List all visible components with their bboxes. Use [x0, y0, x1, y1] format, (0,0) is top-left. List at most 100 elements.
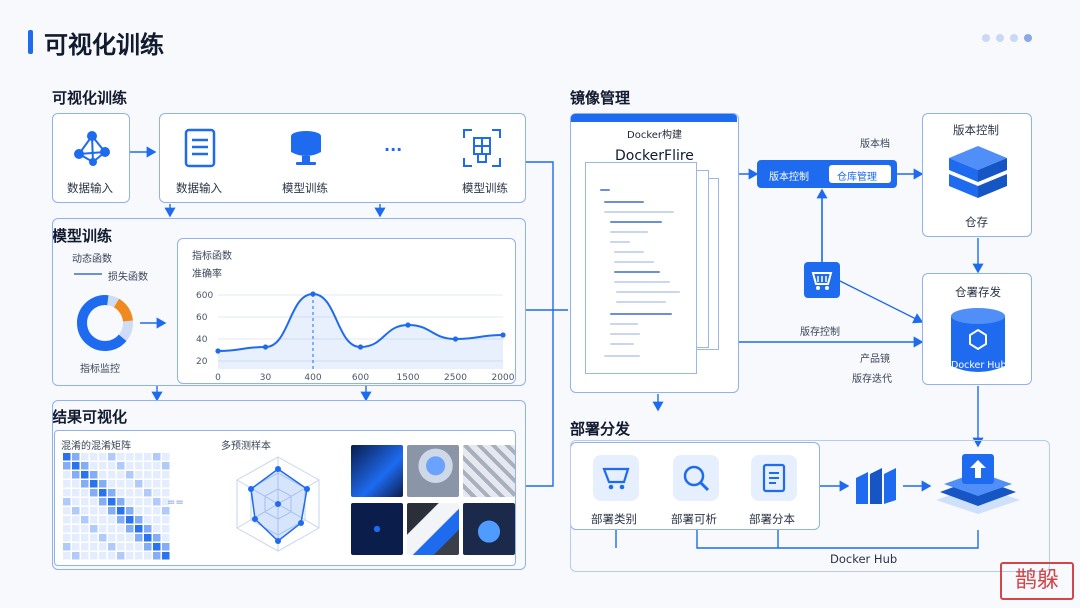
matrix-cell	[108, 534, 116, 542]
matrix-cell	[117, 453, 125, 461]
matrix-cell	[162, 471, 170, 479]
ellipsis-icon: ···	[384, 140, 403, 159]
matrix-cell	[72, 534, 80, 542]
version-control-button[interactable]: 版本控制	[769, 172, 809, 183]
pipeline-step-label: 数据输入	[176, 181, 222, 195]
mirror-header-strip	[571, 114, 737, 122]
database-icon	[951, 308, 1005, 372]
chart-x-tick-label: 2500	[444, 373, 467, 383]
matrix-cell	[72, 498, 80, 506]
page-dot[interactable]	[982, 34, 990, 42]
deploy-item-tile[interactable]	[593, 455, 639, 501]
matrix-cell	[162, 552, 170, 560]
chart-title: 指标函数	[192, 251, 232, 262]
matrix-cell	[144, 507, 152, 515]
mirror-panel: Docker构建 DockerFlire	[570, 113, 739, 393]
training-section-title: 模型训练	[52, 227, 113, 245]
version-card-title: 版本控制	[953, 123, 999, 137]
matrix-cell	[108, 498, 116, 506]
matrix-cell	[81, 462, 89, 470]
deploy-item-tile[interactable]	[673, 455, 719, 501]
matrix-cell	[135, 453, 143, 461]
page-dot[interactable]	[996, 34, 1004, 42]
page-dots[interactable]	[982, 34, 1032, 42]
matrix-cell	[117, 552, 125, 560]
page-title: 可视化训练	[44, 31, 164, 59]
chart-point	[262, 344, 269, 350]
matrix-cell	[153, 471, 161, 479]
matrix-cell	[72, 462, 80, 470]
matrix-cell	[153, 534, 161, 542]
matrix-cell	[135, 534, 143, 542]
matrix-cell	[126, 471, 134, 479]
donut-chart	[77, 295, 133, 351]
matrix-cell	[63, 480, 71, 488]
sample-thumbnail[interactable]	[351, 503, 403, 555]
matrix-cell	[72, 516, 80, 524]
cube-scan-icon	[463, 129, 501, 167]
training-panel	[52, 218, 526, 386]
matrix-cell	[72, 507, 80, 515]
deploy-item-tile[interactable]	[751, 455, 797, 501]
chart-point	[215, 348, 221, 354]
matrix-cell	[90, 480, 98, 488]
matrix-cell	[126, 453, 134, 461]
results-panel	[52, 400, 526, 570]
store-card[interactable]: 仓署存发 Docker Hub	[922, 273, 1032, 385]
pipeline-section-title: 可视化训练	[52, 89, 128, 107]
chart-x-tick-label: 600	[352, 373, 369, 383]
matrix-cell	[126, 462, 134, 470]
matrix-cell	[81, 453, 89, 461]
metric-monitor-label: 指标监控	[80, 364, 120, 375]
matrix-cell	[99, 480, 107, 488]
pipeline-step-label: 模型训练	[282, 181, 328, 195]
matrix-cell	[144, 543, 152, 551]
version-control-card[interactable]: 版本控制 仓存	[922, 113, 1032, 237]
matrix-cell	[144, 552, 152, 560]
matrix-cell	[99, 525, 107, 533]
matrix-cell	[90, 453, 98, 461]
magnifier-icon	[683, 465, 710, 492]
deploy-outer-panel	[570, 440, 1050, 572]
sample-thumbnail[interactable]	[351, 445, 403, 497]
matrix-cell	[99, 489, 107, 497]
version-cart-button[interactable]	[804, 262, 840, 298]
matrix-cell	[72, 543, 80, 551]
matrix-cell	[63, 516, 71, 524]
pipeline-input-label: 数据输入	[67, 181, 113, 195]
document-icon	[184, 128, 216, 168]
version-control-bar: 版本控制 仓库管理	[757, 160, 897, 188]
matrix-cell	[90, 471, 98, 479]
page-dot[interactable]	[1010, 34, 1018, 42]
matrix-cell	[162, 498, 170, 506]
matrix-cell	[108, 543, 116, 551]
matrix-cell	[144, 525, 152, 533]
sample-thumbnail[interactable]	[407, 445, 459, 497]
matrix-cell	[81, 480, 89, 488]
matrix-cell	[90, 516, 98, 524]
matrix-cell	[99, 471, 107, 479]
matrix-cell	[108, 453, 116, 461]
repo-manage-button[interactable]: 仓库管理	[829, 165, 891, 183]
matrix-cell	[99, 453, 107, 461]
sample-thumbnail[interactable]	[463, 445, 515, 497]
matrix-cell	[162, 507, 170, 515]
pipeline-input-card[interactable]: 数据输入	[52, 113, 130, 203]
matrix-cell	[153, 543, 161, 551]
matrix-cell	[117, 543, 125, 551]
chart-y-tick-label: 40	[196, 335, 208, 345]
page-dot-active[interactable]	[1024, 34, 1032, 42]
cart-icon	[811, 272, 833, 290]
matrix-cell	[126, 507, 134, 515]
server-stack-icon	[949, 146, 1007, 198]
matrix-cell	[144, 498, 152, 506]
matrix-cell	[135, 543, 143, 551]
matrix-cell	[153, 453, 161, 461]
sample-thumbnail[interactable]	[407, 503, 459, 555]
docker-build-label: Docker构建	[627, 130, 683, 141]
chart-x-tick-label: 30	[260, 373, 272, 383]
sample-thumbnail[interactable]	[463, 503, 515, 555]
matrix-cell	[81, 552, 89, 560]
matrix-cell	[144, 471, 152, 479]
